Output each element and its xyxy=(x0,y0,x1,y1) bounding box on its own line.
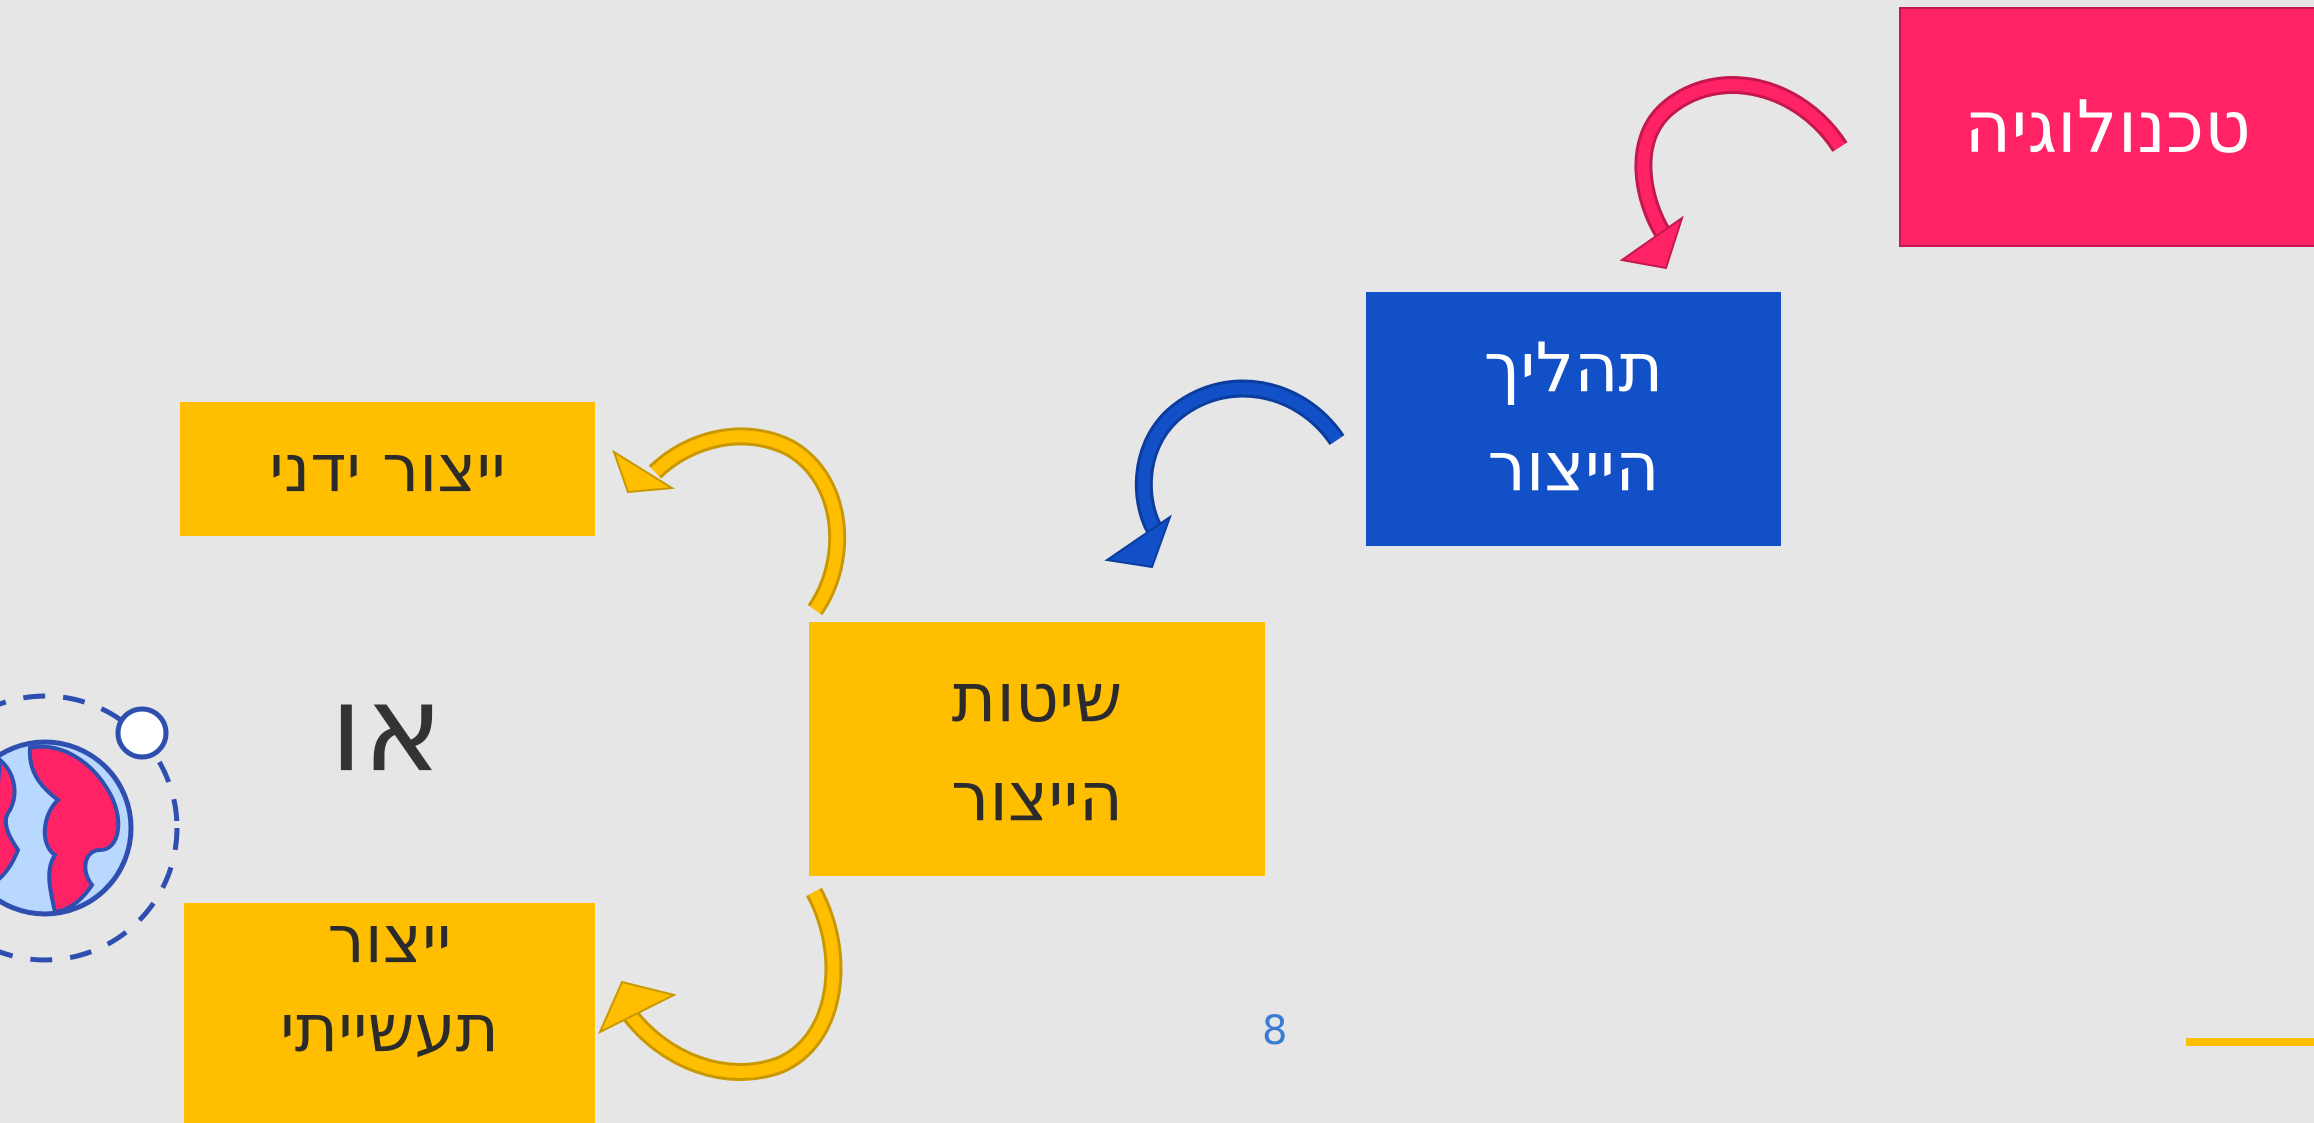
industrial-production-line-2: תעשייתי xyxy=(279,990,500,1068)
production-process-line-2: הייצור xyxy=(1487,428,1660,507)
technology-label: טכנולוגיה xyxy=(1964,84,2251,169)
production-process-box: תהליך הייצור xyxy=(1366,292,1781,546)
production-process-line-1: תהליך xyxy=(1483,329,1664,409)
industrial-production-label: ייצור תעשייתי xyxy=(280,895,499,1073)
industrial-production-line-1: ייצור xyxy=(327,901,452,978)
page-number: 8 xyxy=(1262,1008,1288,1054)
globe-icon xyxy=(0,693,180,963)
accent-line xyxy=(2186,1038,2314,1046)
production-methods-line-1: שיטות xyxy=(951,659,1123,739)
curved-arrow-icon xyxy=(1619,76,1848,270)
production-methods-line-2: הייצור xyxy=(950,758,1124,837)
manual-production-box: ייצור ידני xyxy=(180,402,595,536)
curved-arrow-icon xyxy=(612,427,847,616)
production-methods-box: שיטות הייצור xyxy=(809,622,1265,876)
production-methods-label: שיטות הייצור xyxy=(951,650,1123,847)
curved-arrow-icon xyxy=(597,887,843,1081)
curved-arrow-icon xyxy=(1104,379,1345,569)
manual-production-label: ייצור ידני xyxy=(269,430,506,508)
industrial-production-box: ייצור תעשייתי xyxy=(184,901,595,1123)
production-process-label: תהליך הייצור xyxy=(1484,320,1664,517)
technology-box: טכנולוגיה xyxy=(1899,7,2314,247)
or-label: או xyxy=(330,660,443,799)
